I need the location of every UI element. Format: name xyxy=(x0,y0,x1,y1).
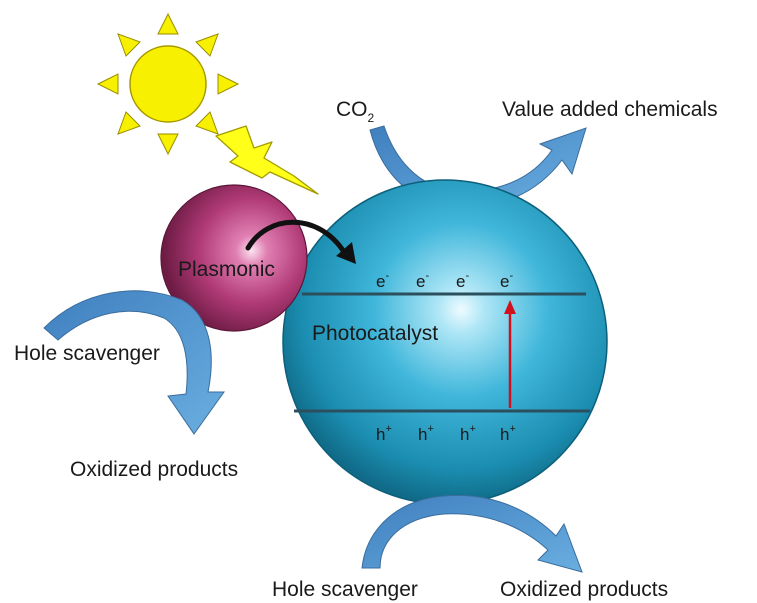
electron-label: e- xyxy=(456,270,469,291)
hole-scavenger-bottom-label: Hole scavenger xyxy=(272,578,418,601)
hole-label: h+ xyxy=(500,423,516,444)
hole-labels: h+ h+ h+ h+ xyxy=(376,423,516,444)
lightning-icon xyxy=(215,125,319,195)
bottom-flow-arrow xyxy=(361,494,583,573)
co2-label: CO2 xyxy=(336,98,375,125)
photocatalyst-label: Photocatalyst xyxy=(312,322,438,345)
plasmonic-sphere xyxy=(160,184,308,332)
electron-label: e- xyxy=(500,270,513,291)
excitation-arrow xyxy=(504,300,516,408)
electron-labels: e- e- e- e- xyxy=(376,270,513,291)
electron-transfer-arrow xyxy=(245,219,356,264)
hole-label: h+ xyxy=(376,423,392,444)
hole-scavenger-left-label: Hole scavenger xyxy=(14,342,160,365)
plasmonic-label: Plasmonic xyxy=(178,258,275,281)
left-flow-arrow xyxy=(43,290,225,435)
electron-label: e- xyxy=(416,270,429,291)
sun-icon xyxy=(96,12,240,156)
electron-label: e- xyxy=(376,270,389,291)
value-added-label: Value added chemicals xyxy=(502,98,718,121)
oxidized-products-left-label: Oxidized products xyxy=(70,458,238,481)
oxidized-products-bottom-label: Oxidized products xyxy=(500,578,668,601)
hole-label: h+ xyxy=(418,423,434,444)
hole-label: h+ xyxy=(460,423,476,444)
